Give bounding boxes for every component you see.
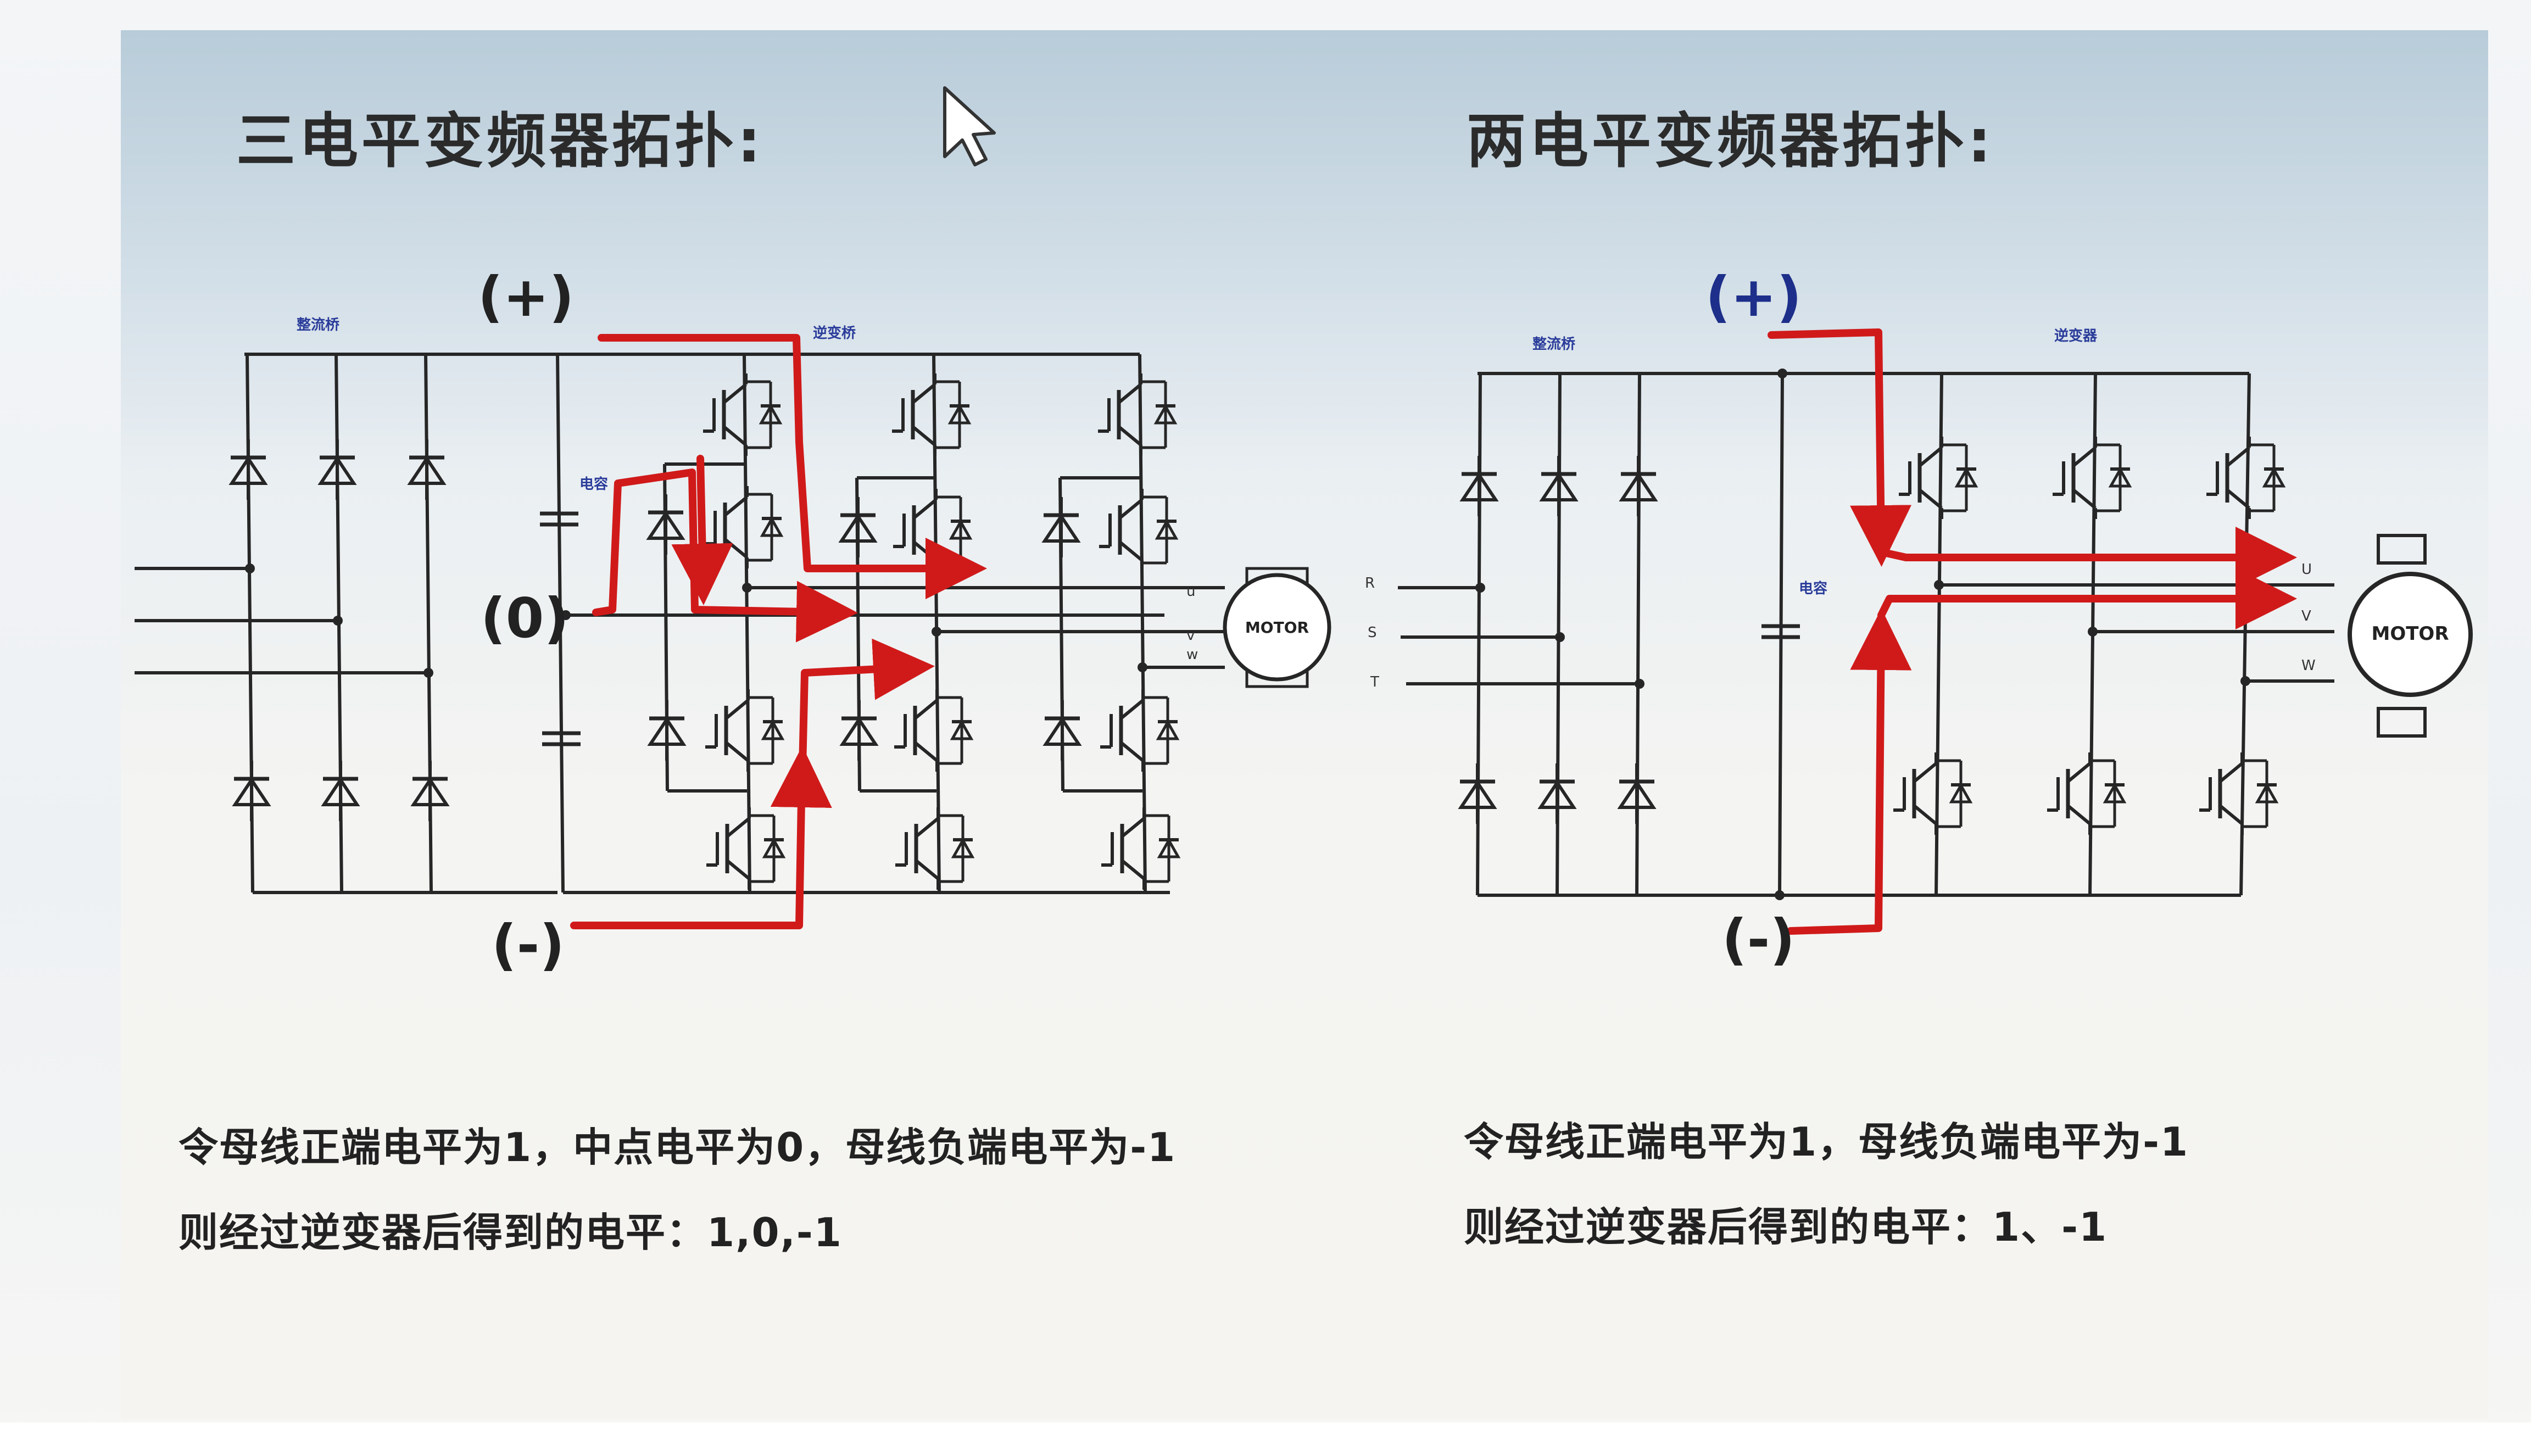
left-zero-terminal: (0) (481, 586, 569, 650)
left-description-line1: 令母线正端电平为1，中点电平为0，母线负端电平为-1 (179, 1124, 1177, 1170)
presentation-slide (121, 30, 2488, 1420)
left-minus-terminal: (-) (492, 913, 565, 977)
left-plus-terminal: (+) (478, 265, 574, 329)
right-plus-terminal: (+) (1705, 265, 1802, 329)
svg-text:w: w (1186, 646, 1198, 663)
svg-text:电容: 电容 (1799, 580, 1827, 597)
svg-text:v: v (1186, 627, 1195, 644)
left-motor-label: MOTOR (1245, 618, 1309, 637)
bottom-edge (0, 1422, 2531, 1456)
svg-text:逆变桥: 逆变桥 (813, 325, 856, 342)
three-level-diagram: MOTOR 整流桥 逆变桥 电容 u v w (+) (0) (-) (135, 265, 1331, 977)
two-level-diagram: MOTOR 整流桥 逆变器 电容 U V W R S T (+) (-) (1365, 265, 2473, 972)
input-t-label: T (1370, 674, 1379, 690)
cursor-arrow-icon (943, 86, 996, 166)
left-description-line2: 则经过逆变器后得到的电平：1,0,-1 (179, 1209, 843, 1256)
right-title: 两电平变频器拓扑: (1467, 107, 1995, 176)
phase-u-label: U (2301, 561, 2312, 578)
input-r-label: R (1365, 575, 1375, 592)
right-minus-terminal: (-) (1722, 907, 1795, 972)
motor-icon: MOTOR (1223, 567, 1331, 688)
svg-text:逆变器: 逆变器 (2054, 327, 2098, 344)
input-s-label: S (1368, 624, 1377, 641)
svg-text:整流桥: 整流桥 (1532, 336, 1576, 353)
right-motor-label: MOTOR (2371, 623, 2449, 645)
phase-v-label: V (2301, 608, 2311, 624)
left-title: 三电平变频器拓扑: (236, 107, 765, 176)
svg-text:整流桥: 整流桥 (297, 316, 340, 333)
svg-text:电容: 电容 (579, 476, 608, 493)
motor-icon: MOTOR (2348, 534, 2473, 738)
right-description-line1: 令母线正端电平为1，母线负端电平为-1 (1464, 1119, 2189, 1165)
svg-text:u: u (1186, 583, 1195, 600)
phase-w-label: W (2301, 657, 2316, 674)
right-description-line2: 则经过逆变器后得到的电平：1、-1 (1464, 1204, 2108, 1250)
